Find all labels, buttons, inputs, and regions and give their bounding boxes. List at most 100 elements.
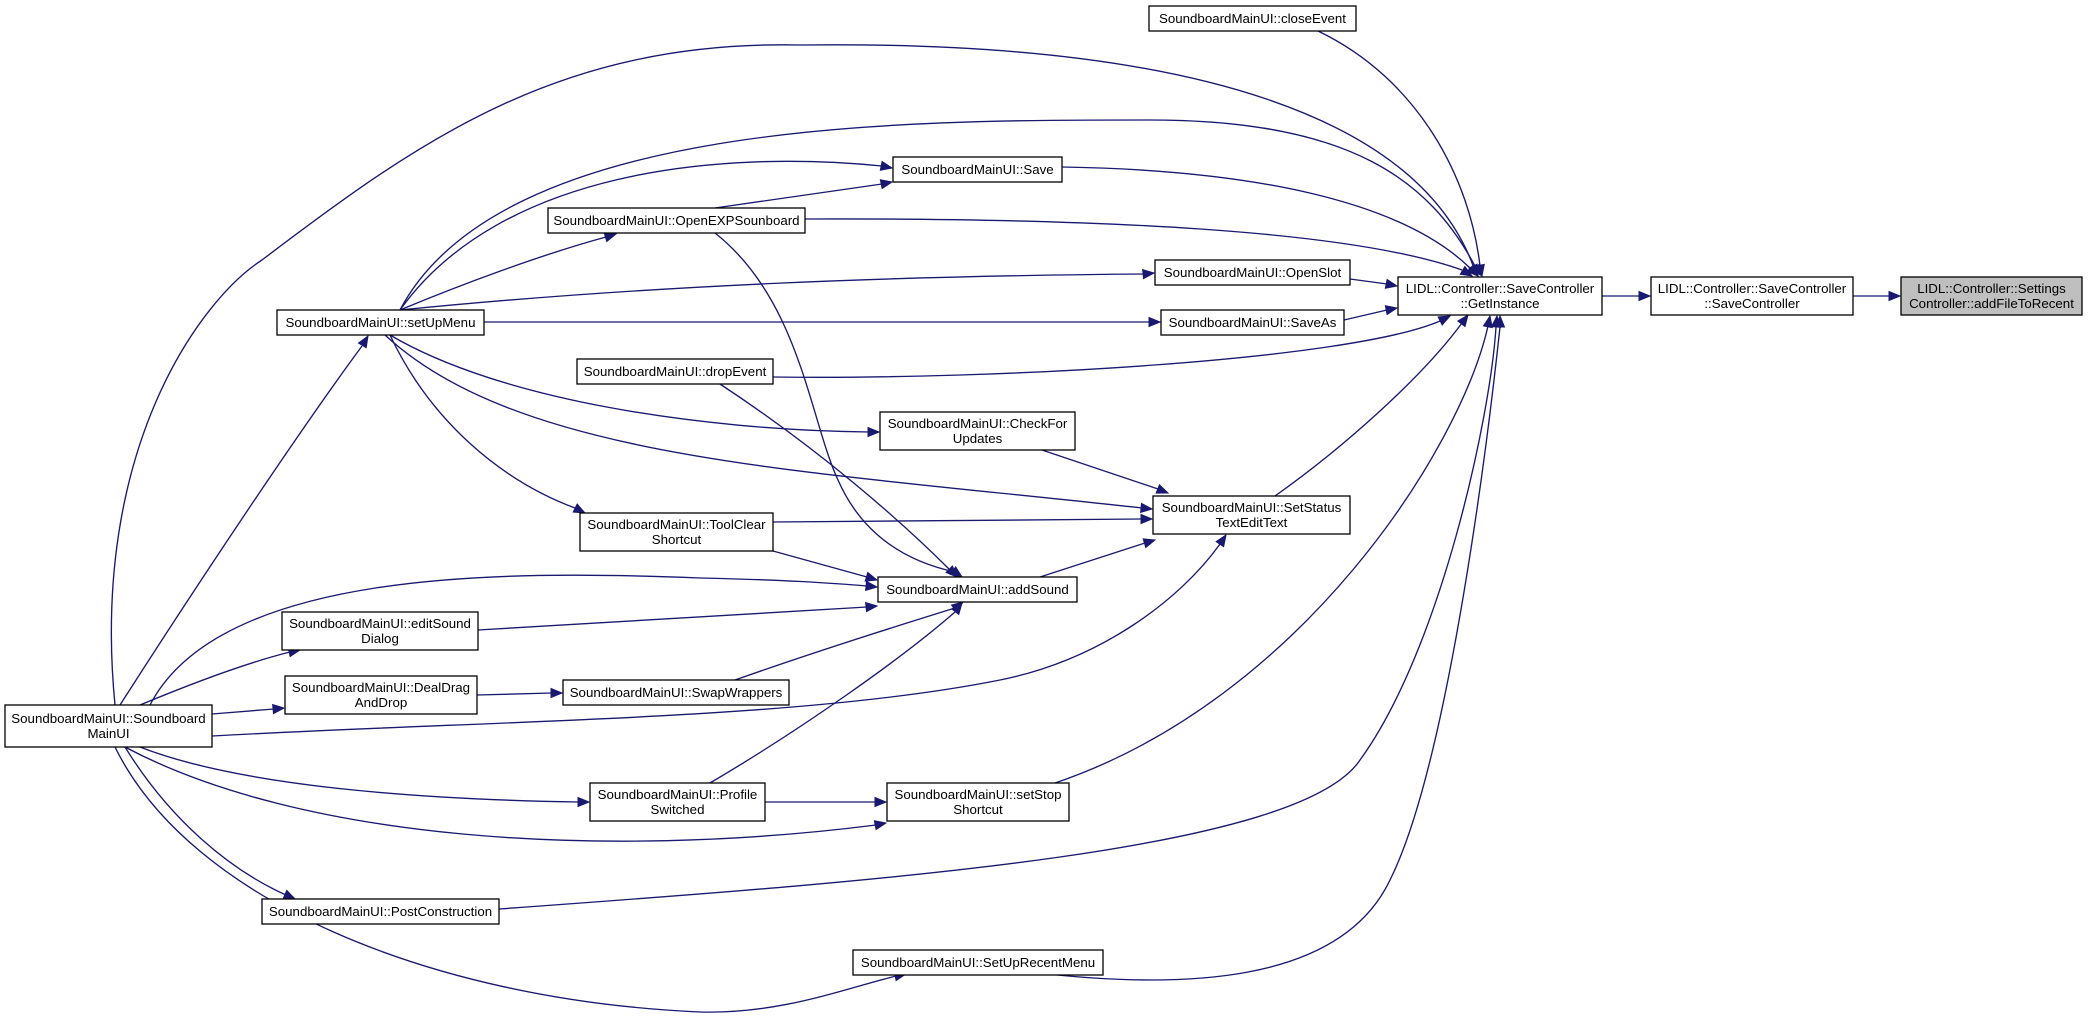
arrow-head-icon: [1140, 502, 1154, 514]
edge-SoundboardMainUICtor-to-DealDragAndDrop: [211, 703, 286, 715]
node-Save[interactable]: SoundboardMainUI::Save: [892, 156, 1063, 183]
node-OpenEXPSounboard[interactable]: SoundboardMainUI::OpenEXPSounboard: [547, 207, 806, 234]
edge-line: [139, 746, 580, 803]
node-label: Updates: [953, 431, 1003, 446]
arrow-head-icon: [282, 889, 297, 900]
edge-setUpMenu-to-ToolClearShortcut: [389, 334, 587, 514]
edge-SwapWrappers-to-addSound: [734, 601, 965, 681]
edge-line: [114, 746, 897, 1013]
edge-line: [709, 611, 956, 784]
edge-setUpMenu-to-OpenEXPSounboard: [399, 232, 618, 311]
arrow-head-icon: [1384, 278, 1399, 289]
edge-line: [399, 119, 1477, 311]
node-label: SoundboardMainUI::Save: [901, 162, 1053, 177]
node-SetUpRecentMenu[interactable]: SoundboardMainUI::SetUpRecentMenu: [852, 949, 1104, 976]
call-edges: [110, 30, 1902, 1013]
node-SaveAs[interactable]: SoundboardMainUI::SaveAs: [1160, 309, 1345, 336]
arrow-head-icon: [1140, 513, 1154, 525]
edge-line: [1041, 449, 1159, 490]
node-box: [879, 411, 1076, 451]
node-label: AndDrop: [355, 695, 407, 710]
edge-line: [1054, 325, 1489, 784]
arrow-head-icon: [1459, 265, 1474, 277]
arrow-head-icon: [1468, 263, 1479, 278]
node-box: [886, 782, 1070, 822]
node-SwapWrappers[interactable]: SoundboardMainUI::SwapWrappers: [562, 679, 790, 706]
node-dropEvent[interactable]: SoundboardMainUI::dropEvent: [576, 358, 774, 385]
node-label: SoundboardMainUI::PostConstruction: [269, 904, 492, 919]
node-SaveControllerCtor[interactable]: LIDL::Controller::SaveController::SaveCo…: [1650, 276, 1854, 316]
arrow-head-icon: [1638, 290, 1652, 302]
edge-line: [399, 160, 883, 311]
edge-line: [119, 345, 363, 706]
arrow-head-icon: [867, 426, 881, 438]
edge-OpenSlot-to-GetInstance: [1349, 278, 1399, 289]
arrow-head-icon: [874, 796, 888, 808]
arrow-head-icon: [1437, 315, 1452, 326]
node-SoundboardMainUICtor[interactable]: SoundboardMainUI::SoundboardMainUI: [4, 704, 213, 748]
node-GetInstance[interactable]: LIDL::Controller::SaveController::GetIns…: [1397, 276, 1603, 316]
edge-setStopShortcut-to-GetInstance: [1054, 314, 1493, 784]
edge-line: [772, 550, 868, 578]
node-label: Shortcut: [652, 532, 702, 547]
node-label: Dialog: [361, 631, 399, 646]
node-box: [276, 309, 485, 336]
node-PostConstruction[interactable]: SoundboardMainUI::PostConstruction: [261, 898, 500, 925]
edge-line: [149, 574, 868, 706]
node-label: LIDL::Controller::Settings: [1917, 281, 2066, 296]
edge-ToolClearShortcut-to-addSound: [772, 550, 879, 582]
node-label: SoundboardMainUI::closeEvent: [1159, 11, 1346, 26]
node-box: [261, 898, 500, 925]
node-closeEvent[interactable]: SoundboardMainUI::closeEvent: [1148, 5, 1357, 32]
edge-line: [211, 708, 275, 715]
node-label: SoundboardMainUI::SaveAs: [1169, 315, 1337, 330]
edge-setUpMenu-to-OpenSlot: [399, 268, 1156, 311]
node-label: SoundboardMainUI::setUpMenu: [286, 315, 476, 330]
node-setUpMenu[interactable]: SoundboardMainUI::setUpMenu: [276, 309, 485, 336]
edge-line: [1039, 542, 1146, 578]
arrow-head-icon: [1148, 316, 1162, 328]
edge-CheckForUpdates-to-SetStatusTextEditText: [1041, 449, 1170, 494]
node-box: [1154, 259, 1351, 286]
edge-SaveControllerCtor-to-addFileToRecent: [1853, 290, 1902, 302]
edge-line: [389, 334, 870, 433]
arrow-head-icon: [865, 601, 879, 613]
arrow-head-icon: [945, 565, 958, 578]
node-label: ::SaveController: [1704, 296, 1800, 311]
node-box: [892, 156, 1063, 183]
node-box: [1650, 276, 1854, 316]
arrow-head-icon: [1494, 314, 1506, 328]
edge-setUpMenu-to-Save: [399, 160, 894, 311]
edge-SaveAs-to-GetInstance: [1343, 305, 1399, 321]
arrow-head-icon: [1142, 538, 1157, 549]
edge-SoundboardMainUICtor-to-addSound: [149, 574, 879, 706]
node-addFileToRecent[interactable]: LIDL::Controller::SettingsController::ad…: [1900, 276, 2083, 316]
arrow-head-icon: [865, 580, 879, 592]
edge-line: [1061, 166, 1471, 269]
function-nodes: LIDL::Controller::SettingsController::ad…: [4, 5, 2083, 976]
node-OpenSlot[interactable]: SoundboardMainUI::OpenSlot: [1154, 259, 1351, 286]
edge-SoundboardMainUICtor-to-SetUpRecentMenu: [114, 746, 908, 1013]
arrow-head-icon: [550, 687, 564, 699]
edge-GetInstance-to-SaveControllerCtor: [1602, 290, 1652, 302]
edge-setUpMenu-to-SetStatusTextEditText: [384, 334, 1154, 514]
edge-SoundboardMainUICtor-to-SetStatusTextEditText: [211, 533, 1227, 737]
node-addSound[interactable]: SoundboardMainUI::addSound: [877, 576, 1078, 603]
arrow-head-icon: [1155, 483, 1170, 494]
node-box: [877, 576, 1078, 603]
edge-editSoundDialog-to-addSound: [477, 601, 879, 631]
edge-line: [477, 606, 868, 631]
node-label: SoundboardMainUI::DealDrag: [292, 680, 470, 695]
node-label: SoundboardMainUI::Soundboard: [11, 711, 205, 726]
node-label: SoundboardMainUI::OpenSlot: [1164, 265, 1342, 280]
arrow-head-icon: [577, 796, 591, 808]
node-label: SoundboardMainUI::editSound: [289, 616, 471, 631]
